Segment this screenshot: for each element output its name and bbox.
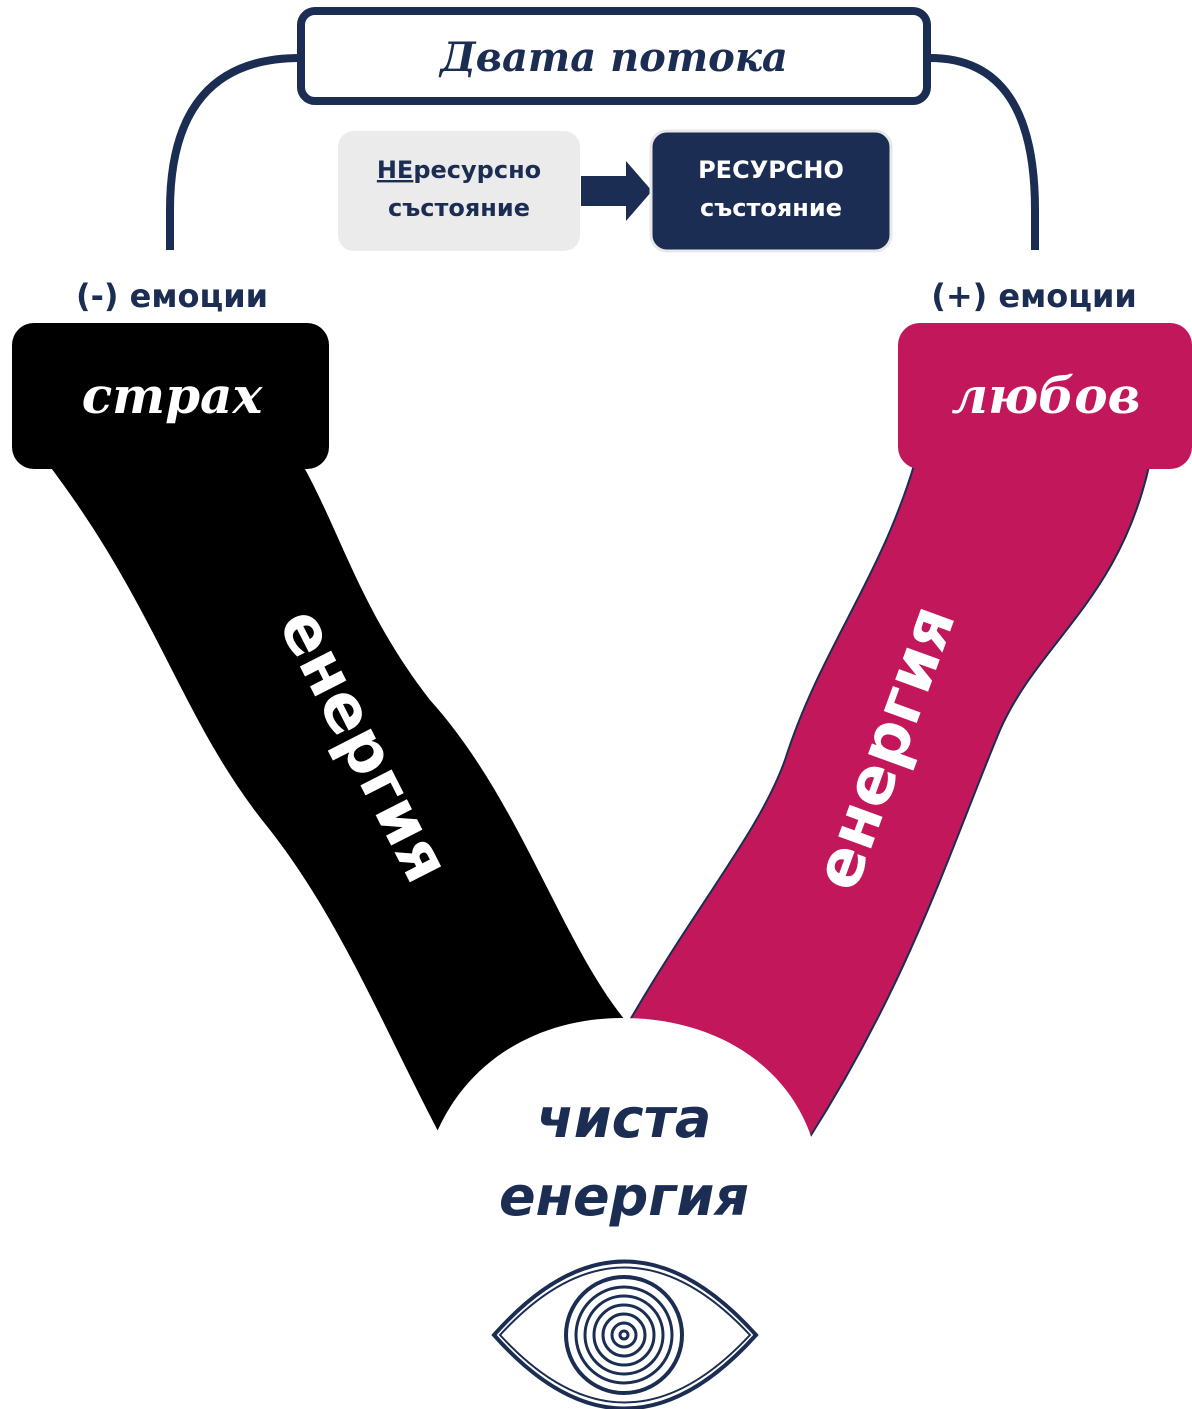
fear-box: страх xyxy=(12,323,329,469)
svg-text:НЕресурсно: НЕресурсно xyxy=(377,156,541,184)
connector-arc xyxy=(166,54,1039,250)
love-box: любов xyxy=(898,323,1192,469)
state-from-rest: ресурсно xyxy=(413,156,541,184)
pure-energy-line1: чиста xyxy=(537,1087,712,1150)
title-box: Двата потока xyxy=(297,7,931,105)
spiral-eye-icon xyxy=(491,1259,759,1409)
state-from-box: НЕресурсно състояние xyxy=(338,131,580,251)
positive-emotions-label: (+) емоции xyxy=(931,277,1137,315)
negative-emotions-label: (-) емоции xyxy=(76,277,268,315)
title: Двата потока xyxy=(438,34,788,81)
negative-energy-stream xyxy=(45,460,625,1135)
love-word: любов xyxy=(952,366,1141,425)
pure-energy-dome xyxy=(430,1018,815,1150)
pure-energy-line2: енергия xyxy=(499,1165,749,1228)
state-to-line2: състояние xyxy=(700,194,842,222)
fear-word: страх xyxy=(82,366,264,425)
state-from-prefix: НЕ xyxy=(377,156,413,184)
positive-energy-stream xyxy=(628,461,1152,1142)
state-from-line2: състояние xyxy=(388,194,530,222)
state-to-box: РЕСУРСНО състояние xyxy=(649,129,893,253)
state-to-line1: РЕСУРСНО xyxy=(698,156,844,184)
arrow-right-icon xyxy=(581,161,652,221)
